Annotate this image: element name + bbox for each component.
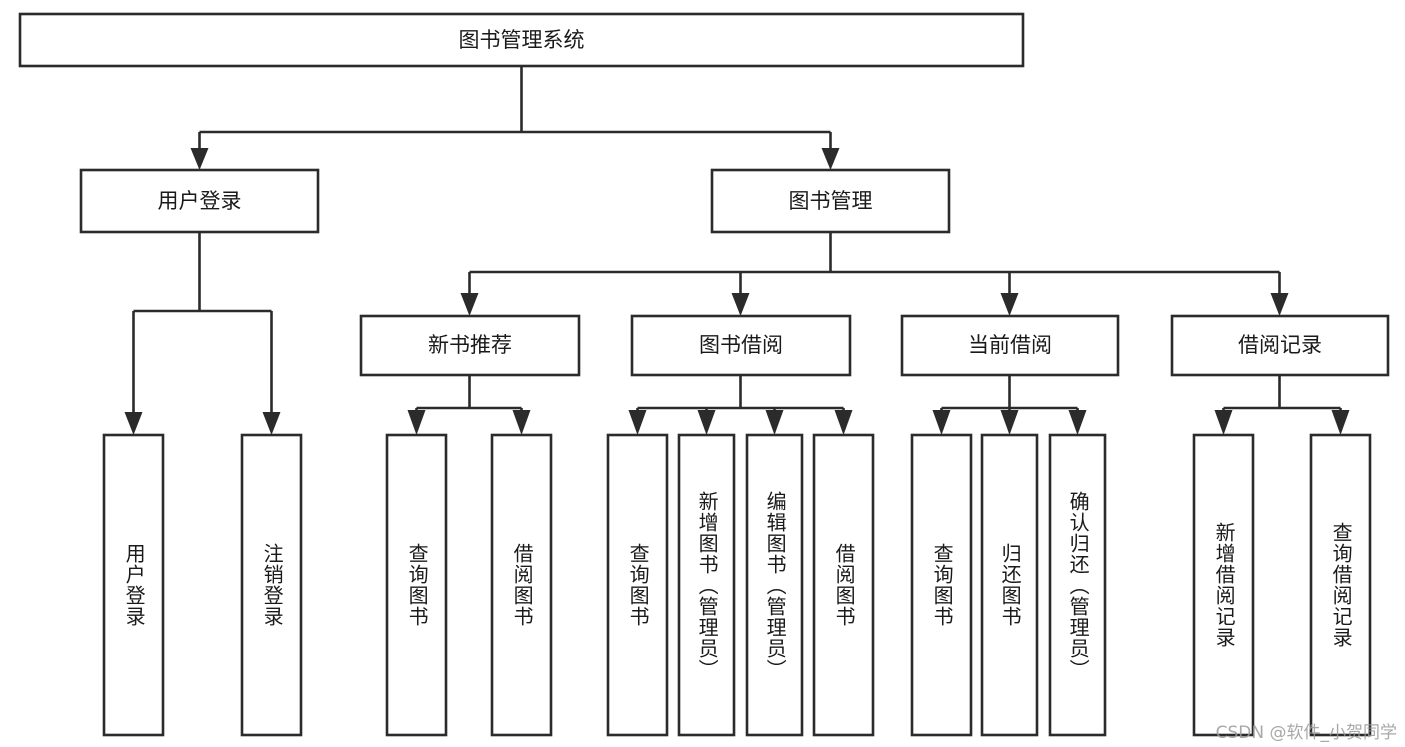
node-leaf-current-borrow-1[interactable] <box>910 433 973 737</box>
leaf-label-borrow-records-2: 查询借阅记录 <box>1329 522 1354 648</box>
arrow-head-newbook-l1 <box>407 410 426 435</box>
connector-group-currentborrow <box>932 375 1087 435</box>
node-new-book-recommend-label: 新书推荐 <box>428 333 512 357</box>
node-current-borrow[interactable] <box>900 314 1120 377</box>
node-leaf-book-borrow-1[interactable] <box>606 433 669 737</box>
leaf-label-current-borrow-3: 确认归还（管理员） <box>1066 490 1091 680</box>
node-borrow-records-label: 借阅记录 <box>1238 333 1322 357</box>
node-book-management[interactable] <box>710 168 951 234</box>
node-leaf-current-borrow-2[interactable] <box>980 433 1039 737</box>
connector-group-borrowrecords <box>1214 375 1350 435</box>
node-root[interactable] <box>18 12 1025 68</box>
connector-group-bookmgmt <box>460 232 1289 316</box>
node-leaf-borrow-records-1[interactable] <box>1192 433 1255 737</box>
arrow-head-newbook <box>460 293 479 316</box>
node-user-login[interactable] <box>79 168 320 234</box>
arrow-head-bookmgmt <box>821 148 840 170</box>
leaf-label-book-borrow-3: 编辑图书（管理员） <box>763 490 788 680</box>
node-book-management-label: 图书管理 <box>789 189 873 213</box>
node-root-label: 图书管理系统 <box>459 28 585 52</box>
node-leaf-new-book-1[interactable] <box>385 433 448 737</box>
node-leaf-current-borrow-3[interactable] <box>1048 433 1107 737</box>
node-leaf-book-borrow-2[interactable] <box>677 433 736 737</box>
node-leaf-user-login-1[interactable] <box>102 433 165 737</box>
node-book-borrow-label: 图书借阅 <box>699 333 783 357</box>
leaf-label-current-borrow-2: 归还图书 <box>998 543 1023 627</box>
connector-group-root <box>190 66 840 170</box>
node-leaf-book-borrow-4[interactable] <box>812 433 875 737</box>
arrow-head-userlogin-leaf2 <box>262 412 281 435</box>
node-leaf-book-borrow-3[interactable] <box>745 433 804 737</box>
leaf-label-book-borrow-1: 查询图书 <box>626 543 651 627</box>
arrow-head-borrowrecords-l1 <box>1214 410 1233 435</box>
arrow-head-newbook-l2 <box>512 410 531 435</box>
leaf-label-new-book-2: 借阅图书 <box>510 543 535 627</box>
csdn-watermark: CSDN @软件_小贺同学 <box>1215 723 1397 743</box>
arrow-head-userlogin <box>190 148 209 170</box>
node-user-login-label: 用户登录 <box>158 189 242 213</box>
arrow-head-borrowrecords-l2 <box>1331 410 1350 435</box>
node-leaf-borrow-records-2[interactable] <box>1309 433 1372 737</box>
leaf-label-new-book-1: 查询图书 <box>405 543 430 627</box>
arrow-head-bookborrow <box>731 293 750 316</box>
connector-group-bookborrow <box>628 375 853 435</box>
node-current-borrow-label: 当前借阅 <box>968 333 1052 357</box>
connector-group-newbook <box>407 375 531 435</box>
connector-group-userlogin <box>124 232 281 435</box>
arrow-head-currentborrow <box>1000 293 1019 316</box>
arrow-head-borrowrecords <box>1270 293 1289 316</box>
leaf-label-borrow-records-1: 新增借阅记录 <box>1212 522 1237 648</box>
arrow-head-currentborrow-l3 <box>1068 410 1087 435</box>
arrow-head-bookborrow-l1 <box>628 410 647 435</box>
leaf-label-book-borrow-2: 新增图书（管理员） <box>695 490 720 680</box>
arrow-head-currentborrow-l1 <box>932 410 951 435</box>
leaf-label-user-login-1: 用户登录 <box>122 543 147 627</box>
leaf-label-user-login-2: 注销登录 <box>260 543 285 627</box>
node-leaf-new-book-2[interactable] <box>490 433 553 737</box>
node-borrow-records[interactable] <box>1170 314 1390 377</box>
arrow-head-bookborrow-l4 <box>834 410 853 435</box>
node-new-book-recommend[interactable] <box>359 314 581 377</box>
leaf-label-book-borrow-4: 借阅图书 <box>832 543 857 627</box>
node-book-borrow[interactable] <box>630 314 852 377</box>
arrow-head-userlogin-leaf1 <box>124 412 143 435</box>
arrow-head-currentborrow-l2 <box>1000 410 1019 435</box>
leaf-label-current-borrow-1: 查询图书 <box>930 543 955 627</box>
arrow-head-bookborrow-l2 <box>697 410 716 435</box>
node-leaf-user-login-2[interactable] <box>240 433 303 737</box>
arrow-head-bookborrow-l3 <box>765 410 784 435</box>
